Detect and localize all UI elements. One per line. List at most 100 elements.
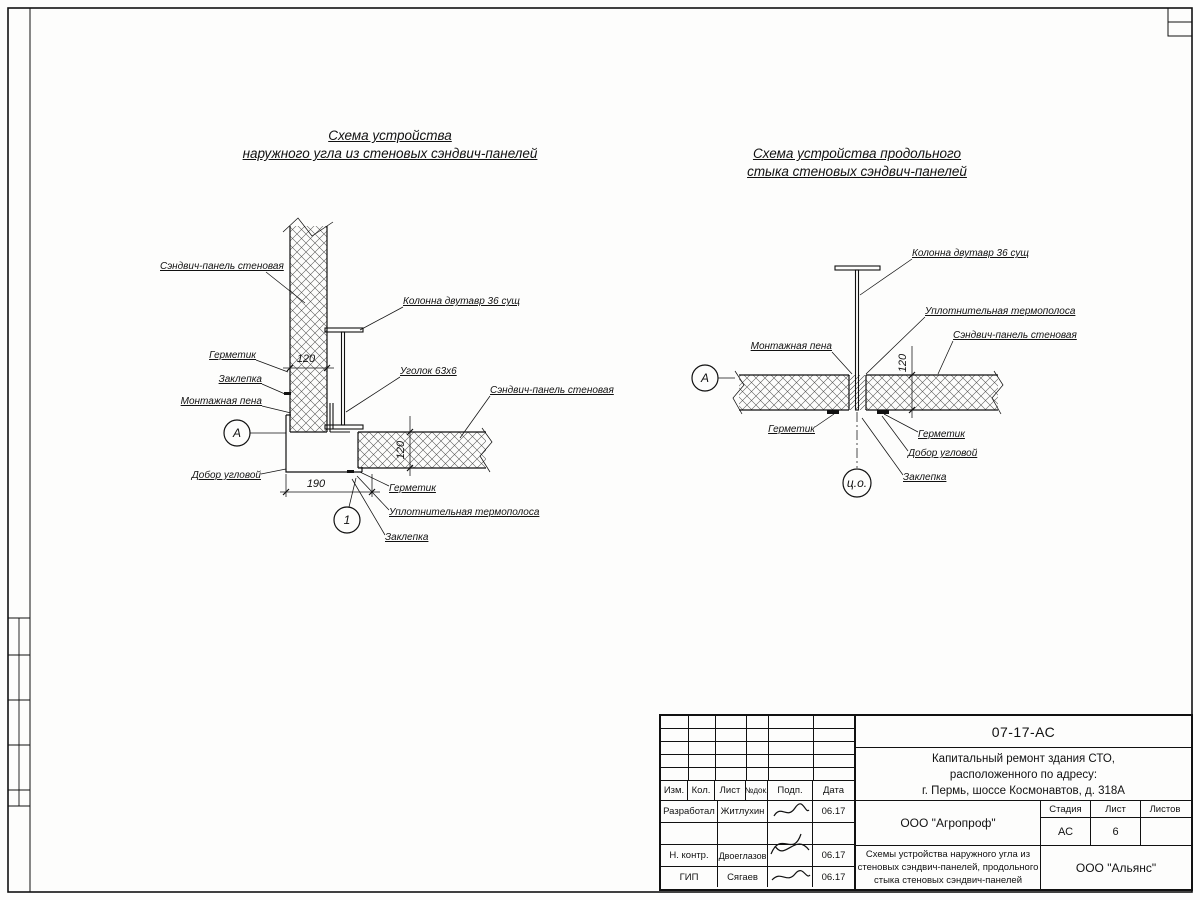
- break-line: [991, 370, 1004, 415]
- label-text: Сэндвич-панель стеновая: [953, 330, 1077, 341]
- diagram-title-right-line2: стыка стеновых сэндвич-панелей: [747, 164, 967, 179]
- diagram-title-right-line1: Схема устройства продольного: [752, 146, 962, 161]
- label-text: Колонна двутавр 36 сущ: [403, 296, 520, 307]
- dim-text: 120: [297, 353, 316, 365]
- row-signature-cell: [768, 845, 813, 866]
- frame-margin-cells: [8, 617, 30, 807]
- label-column: Колонна двутавр 36 сущ: [859, 248, 1029, 296]
- row-date: [813, 823, 854, 844]
- project-name-line3: г. Пермь, шоссе Космонавтов, д. 318А: [922, 785, 1125, 797]
- project-name-line2: расположенного по адресу:: [949, 769, 1098, 781]
- col-podp: Подп.: [768, 781, 813, 800]
- col-izm: Изм.: [661, 781, 688, 800]
- frame-corner-cells: [1167, 7, 1193, 37]
- dimension-panel-width: 120: [283, 353, 334, 372]
- label-text: Монтажная пена: [751, 341, 833, 352]
- corner-trim-profile: [285, 414, 363, 473]
- col-data: Дата: [822, 785, 845, 796]
- sandwich-panel-left-part: [732, 370, 850, 415]
- row-role: Н. контр.: [661, 845, 718, 866]
- label-text: Герметик: [209, 350, 257, 361]
- row-name: [718, 823, 768, 844]
- joint-foam-fill: [849, 375, 866, 410]
- diagram-title-left-line2: наружного угла из стеновых сэндвич-панел…: [242, 146, 538, 161]
- stage-value: АС: [1041, 818, 1091, 845]
- label-text: Уплотнительная термополоса: [388, 507, 540, 518]
- designer-organization: ООО "Агропроф": [856, 801, 1041, 846]
- dim-text: 120: [897, 353, 909, 372]
- signature: [771, 870, 811, 881]
- label-text: Сэндвич-панель стеновая: [490, 385, 614, 396]
- label-sealant-bottom: Герметик: [359, 471, 437, 494]
- marker-text: 1: [344, 513, 351, 527]
- title-block-header-row: Изм. Кол. Лист №док. Подп. Дата: [661, 781, 854, 801]
- title-block-row-gip: ГИП Сягаев 06.17: [661, 867, 854, 887]
- sheet-value: 6: [1091, 818, 1141, 845]
- horizontal-sandwich-panel: [357, 427, 493, 473]
- sheet-title-line3: стыка стеновых сэндвич-панелей: [873, 875, 1023, 886]
- signature: [773, 803, 810, 817]
- label-text: Добор угловой: [191, 469, 262, 481]
- dim-text: 190: [307, 478, 326, 490]
- sheet-title-line1: Схемы устройства наружного угла из: [865, 849, 1031, 860]
- label-thermal-strip: Уплотнительная термополоса: [865, 306, 1076, 375]
- sheet-label: Лист: [1091, 801, 1141, 817]
- dimension-panel-thickness: 120: [897, 346, 916, 418]
- rivet-mark: [347, 470, 354, 473]
- label-text: Герметик: [918, 429, 966, 440]
- label-column: Колонна двутавр 36 сущ: [359, 296, 520, 331]
- label-sandwich-panel: Сэндвич-панель стеновая: [937, 330, 1077, 375]
- label-text: Монтажная пена: [181, 396, 263, 407]
- centre-axis: ц.о.: [842, 412, 872, 498]
- detail-outer-corner: 120 120 190 А 1: [160, 217, 614, 543]
- break-line: [282, 217, 334, 237]
- col-list: Лист: [715, 781, 746, 800]
- title-block-left-section: Изм. Кол. Лист №док. Подп. Дата Разработ…: [661, 716, 856, 889]
- sheets-value: [1141, 818, 1189, 845]
- marker-text: ц.о.: [847, 476, 867, 490]
- marker-text: А: [232, 426, 241, 440]
- revision-table: [661, 716, 854, 781]
- signature: [770, 833, 810, 855]
- row-date: 06.17: [821, 850, 846, 861]
- label-rivet: Заклепка: [861, 417, 947, 483]
- label-corner-trim: Добор угловой: [881, 415, 978, 459]
- diagram-title-right: Схема устройства продольного стыка стено…: [697, 145, 1017, 181]
- column-ibeam: [834, 265, 881, 411]
- sandwich-panel-right-part: [865, 370, 1004, 415]
- row-name: Житлухин: [718, 801, 768, 822]
- title-block: Изм. Кол. Лист №док. Подп. Дата Разработ…: [659, 714, 1193, 891]
- label-text: Заклепка: [385, 532, 429, 543]
- stage-label: Стадия: [1041, 801, 1091, 817]
- label-sealant-left: Герметик: [209, 350, 289, 373]
- row-date: 06.17: [821, 871, 846, 883]
- diagram-title-left: Схема устройства наружного угла из стено…: [225, 127, 555, 163]
- customer-organization: ООО "Альянс": [1075, 860, 1157, 875]
- label-text: Добор угловой: [907, 447, 978, 459]
- label-text: Уголок 63х6: [399, 366, 457, 377]
- node-marker-1: 1: [333, 477, 361, 534]
- label-thermal-strip: Уплотнительная термополоса: [356, 475, 540, 518]
- project-name-line1: Капитальный ремонт здания СТО,: [931, 753, 1116, 765]
- label-text: Заклепка: [903, 472, 947, 483]
- row-name: Сягаев: [718, 867, 768, 887]
- row-date: 06.17: [821, 806, 846, 817]
- row-signature-cell: [768, 867, 813, 887]
- label-sandwich-panel-top: Сэндвич-панель стеновая: [160, 261, 306, 304]
- diagram-title-left-line1: Схема устройства: [328, 128, 452, 143]
- label-foam: Монтажная пена: [751, 341, 853, 375]
- label-text: Заклепка: [219, 374, 263, 385]
- label-text: Герметик: [389, 483, 437, 494]
- label-rivet-left: Заклепка: [219, 374, 286, 395]
- project-name: Капитальный ремонт здания СТО, расположе…: [856, 748, 1191, 801]
- title-block-right-section: 07-17-АС Капитальный ремонт здания СТО, …: [856, 716, 1191, 889]
- rivet-mark: [284, 392, 291, 395]
- label-text: Колонна двутавр 36 сущ: [912, 248, 1029, 259]
- row-role: [661, 823, 718, 844]
- title-block-row-empty: [661, 823, 854, 845]
- row-signature-cell: [768, 801, 813, 822]
- column-ibeam: [324, 327, 364, 430]
- break-line: [732, 370, 745, 415]
